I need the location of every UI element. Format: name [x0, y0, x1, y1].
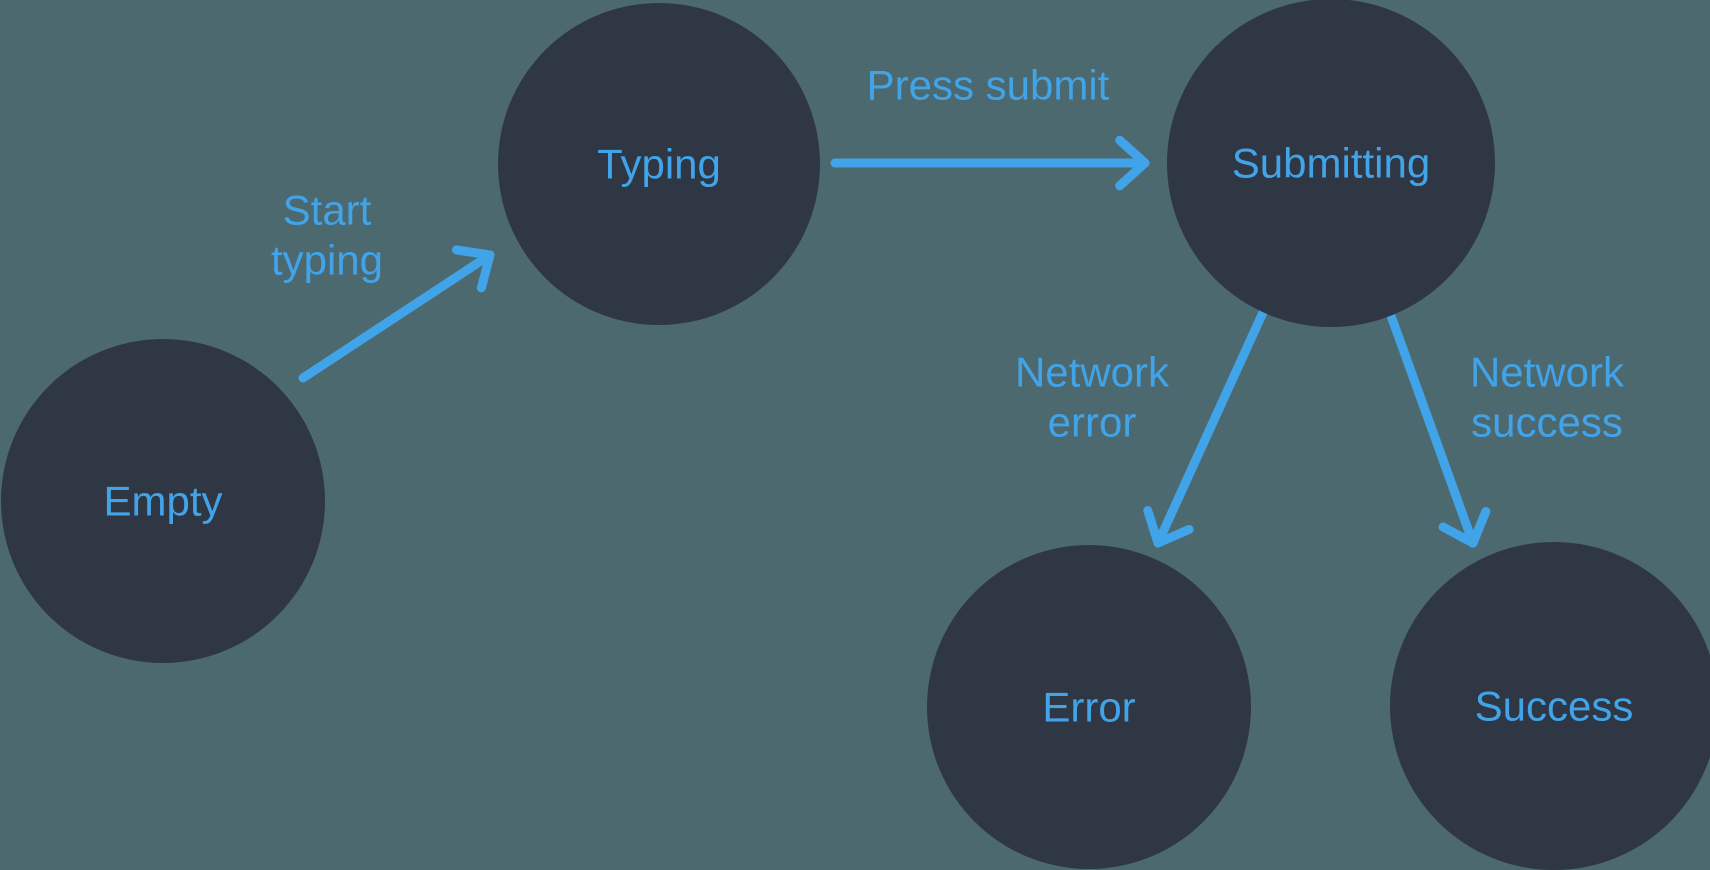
state-label-empty: Empty: [103, 478, 222, 525]
arrowhead-icon: [451, 245, 495, 260]
edge-line: [298, 250, 495, 383]
arrowhead-icon: [1143, 506, 1163, 548]
edge-line: [1153, 303, 1270, 548]
state-node-error: Error: [927, 545, 1251, 869]
state-node-empty: Empty: [1, 339, 325, 663]
state-label-typing: Typing: [597, 141, 721, 188]
state-label-submitting: Submitting: [1232, 140, 1430, 187]
state-circle-submitting: [1167, 0, 1495, 327]
state-label-success: Success: [1475, 683, 1634, 730]
edge-label-line: error: [1048, 399, 1137, 446]
arrowhead-icon: [1115, 135, 1150, 168]
edge-label-line: Network: [1015, 349, 1170, 396]
state-circle-empty: [1, 339, 325, 663]
arrowhead-icon: [1115, 158, 1150, 191]
edge-label-press-submit: Press submit: [867, 62, 1110, 109]
state-circle-error: [927, 545, 1251, 869]
state-label-error: Error: [1042, 684, 1135, 731]
arrowhead-icon: [1468, 507, 1491, 548]
state-circle-typing: [498, 3, 820, 325]
edge-label-line: typing: [271, 237, 383, 284]
state-node-success: Success: [1390, 542, 1710, 870]
edge-label-line: Start: [283, 187, 372, 234]
arrowhead-icon: [1438, 522, 1478, 548]
state-node-typing: Typing: [498, 3, 820, 325]
edge-label-line: Press submit: [867, 62, 1110, 109]
edge-line: [1385, 308, 1478, 548]
state-node-submitting: Submitting: [1167, 0, 1495, 327]
arrowhead-icon: [1153, 524, 1194, 548]
edge-press-submit: Press submit: [830, 62, 1150, 191]
state-circle-success: [1390, 542, 1710, 870]
edge-label-line: Network: [1470, 349, 1625, 396]
arrowhead-icon: [476, 250, 495, 293]
edge-label-line: success: [1471, 399, 1623, 446]
